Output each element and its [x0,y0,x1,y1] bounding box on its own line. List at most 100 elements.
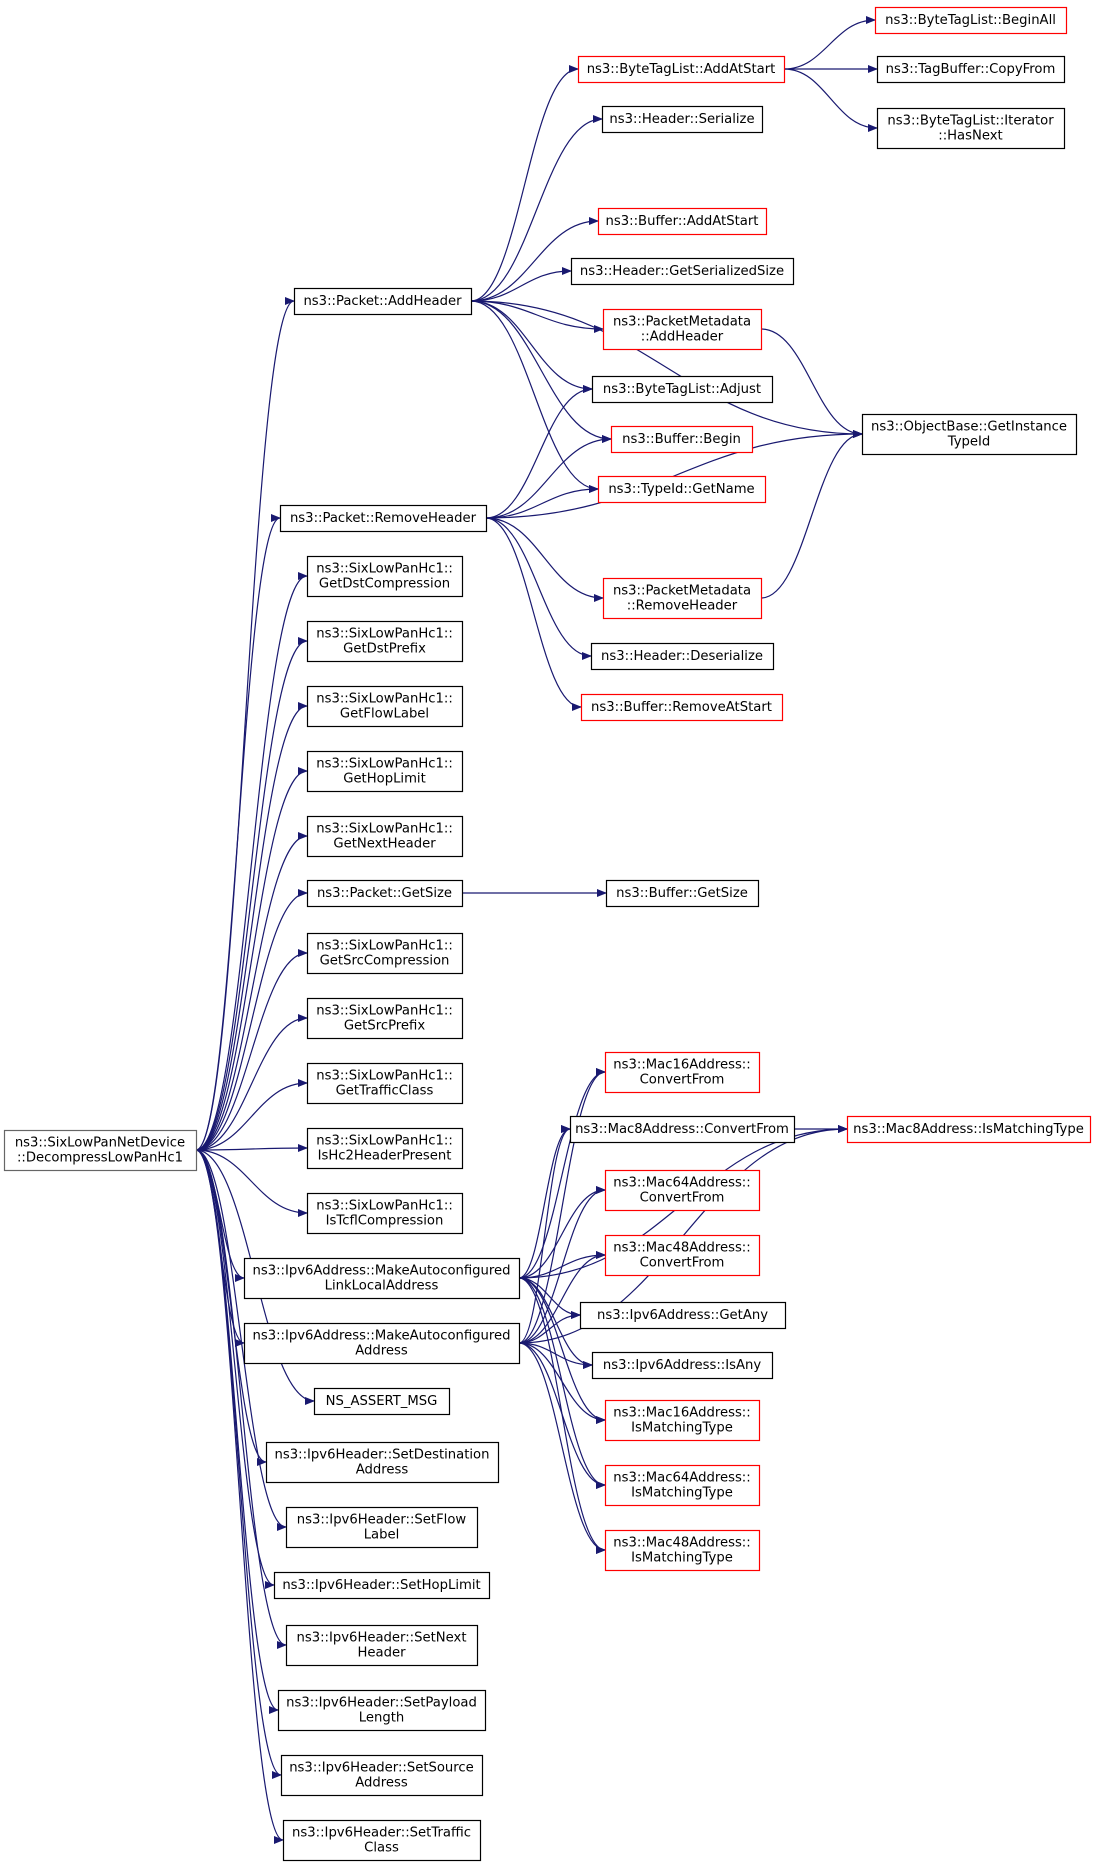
node-box [846,1115,1092,1144]
node-label-line: NS_ASSERT_MSG [326,1394,438,1409]
edge-path [783,68,878,132]
node-getSrcPrefix[interactable]: ns3::SixLowPanHc1::GetSrcPrefix [306,997,464,1040]
node-btlBeginAll[interactable]: ns3::ByteTagList::BeginAll [874,6,1068,35]
node-setHop[interactable]: ns3::Ipv6Header::SetHopLimit [273,1571,491,1600]
node-isHc2[interactable]: ns3::SixLowPanHc1::IsHc2HeaderPresent [306,1127,464,1170]
node-bufGetSize[interactable]: ns3::Buffer::GetSize [605,879,760,908]
node-typeIdGetName[interactable]: ns3::TypeId::GetName [597,475,767,504]
node-mac16IsMatching[interactable]: ns3::Mac16Address::IsMatchingType [604,1399,761,1442]
node-label-line: Length [359,1711,405,1726]
node-label-line: ns3::Mac8Address::ConvertFrom [575,1122,789,1137]
edge-root-to-getSrcPrefix [195,1014,308,1151]
node-getDstPrefix[interactable]: ns3::SixLowPanHc1::GetDstPrefix [306,620,464,663]
node-getSrcCompression[interactable]: ns3::SixLowPanHc1::GetSrcCompression [306,932,464,975]
node-label-line: ns3::SixLowPanHc1:: [316,627,453,642]
edge-pmRemoveHeader-to-objGetInstTypeId [760,430,863,599]
node-label-line: GetDstPrefix [343,642,426,657]
node-btlAdjust[interactable]: ns3::ByteTagList::Adjust [591,375,774,404]
node-mac8IsMatching[interactable]: ns3::Mac8Address::IsMatchingType [846,1115,1092,1144]
node-root[interactable]: ns3::SixLowPanNetDevice::DecompressLowPa… [3,1129,198,1172]
edge-path [195,1079,308,1151]
node-ipv6GetAny[interactable]: ns3::Ipv6Address::GetAny [579,1301,787,1330]
node-mac64Convert[interactable]: ns3::Mac64Address::ConvertFrom [604,1169,761,1212]
edge-path [518,1068,606,1279]
edge-root-to-getSrcCompression [195,949,308,1151]
edge-makeAddr-to-mac16Convert [518,1068,606,1344]
node-getHopLimit[interactable]: ns3::SixLowPanHc1::GetHopLimit [306,750,464,793]
node-getFlowLabel[interactable]: ns3::SixLowPanHc1::GetFlowLabel [306,685,464,728]
node-box [277,1689,487,1732]
node-label-line: ns3::PacketMetadata [613,315,751,330]
node-box [604,1399,761,1442]
node-removeHeader[interactable]: ns3::Packet::RemoveHeader [279,504,488,533]
node-label-line: ns3::TagBuffer::CopyFrom [886,62,1056,77]
node-pmAddHeader[interactable]: ns3::PacketMetadata::AddHeader [602,308,763,351]
edge-makeAddr-to-mac64Convert [518,1186,606,1344]
edge-root-to-setHop [195,1149,275,1589]
node-getSize[interactable]: ns3::Packet::GetSize [306,879,464,908]
node-mac48Convert[interactable]: ns3::Mac48Address::ConvertFrom [604,1234,761,1277]
edge-root-to-setNext [195,1149,287,1649]
node-hdrGetSerSize[interactable]: ns3::Header::GetSerializedSize [570,257,795,286]
node-box [306,932,464,975]
edge-path [485,435,612,519]
edge-path [760,328,863,438]
edge-btlAddAtStart-to-btlBeginAll [783,16,876,70]
node-label-line: ns3::ObjectBase::GetInstance [871,420,1067,435]
node-btlIterHasNext[interactable]: ns3::ByteTagList::Iterator::HasNext [876,107,1066,150]
node-label-line: ns3::SixLowPanNetDevice [15,1136,185,1151]
node-mac48IsMatching[interactable]: ns3::Mac48Address::IsMatchingType [604,1529,761,1572]
node-ipv6IsAny[interactable]: ns3::Ipv6Address::IsAny [591,1351,774,1380]
node-bufAddAtStart[interactable]: ns3::Buffer::AddAtStart [597,207,768,236]
edge-root-to-getDstPrefix [195,637,308,1151]
node-box [306,879,464,908]
edge-path [518,1068,606,1344]
node-label-line: IsMatchingType [631,1551,733,1566]
edge-addHeader-to-bufBegin [470,300,612,443]
node-getTrafficClass[interactable]: ns3::SixLowPanHc1::GetTrafficClass [306,1062,464,1105]
node-label-line: ns3::Ipv6Header::SetTraffic [292,1826,471,1841]
edge-path [518,1342,606,1424]
node-bufRemoveAtStart[interactable]: ns3::Buffer::RemoveAtStart [580,693,784,722]
node-makeLinkLocal[interactable]: ns3::Ipv6Address::MakeAutoconfiguredLink… [243,1257,521,1300]
edge-path [783,16,876,70]
edge-path [470,65,579,302]
node-label-line: ns3::Mac48Address:: [613,1536,750,1551]
edge-removeHeader-to-btlAdjust [485,385,593,519]
node-label-line: ::HasNext [938,129,1002,144]
node-label-line: ns3::ByteTagList::AddAtStart [587,62,776,77]
node-hdrDeserialize[interactable]: ns3::Header::Deserialize [590,642,775,671]
node-box [604,1051,761,1094]
edge-path [518,1277,606,1424]
node-btlAddAtStart[interactable]: ns3::ByteTagList::AddAtStart [577,55,786,84]
node-label-line: GetNextHeader [333,837,436,852]
node-getNextHeader[interactable]: ns3::SixLowPanHc1::GetNextHeader [306,815,464,858]
edge-addHeader-to-hdrSerialize [470,115,603,302]
node-getDstCompression[interactable]: ns3::SixLowPanHc1::GetDstCompression [306,555,464,598]
node-hdrSerialize[interactable]: ns3::Header::Serialize [601,105,764,134]
node-mac16Convert[interactable]: ns3::Mac16Address::ConvertFrom [604,1051,761,1094]
node-nsAssert[interactable]: NS_ASSERT_MSG [313,1387,451,1416]
node-mac8Convert[interactable]: ns3::Mac8Address::ConvertFrom [569,1115,796,1144]
node-isTcfl[interactable]: ns3::SixLowPanHc1::IsTcflCompression [306,1192,464,1235]
edge-path [518,1186,606,1344]
node-box [597,207,768,236]
node-makeAddr[interactable]: ns3::Ipv6Address::MakeAutoconfiguredAddr… [243,1322,521,1365]
node-box [570,257,795,286]
node-addHeader[interactable]: ns3::Packet::AddHeader [293,287,473,316]
node-tagBufCopyFrom[interactable]: ns3::TagBuffer::CopyFrom [876,55,1066,84]
node-label-line: TypeId [947,435,991,450]
node-box [861,413,1078,456]
node-pmRemoveHeader[interactable]: ns3::PacketMetadata::RemoveHeader [602,577,763,620]
node-bufBegin[interactable]: ns3::Buffer::Begin [610,425,754,454]
node-mac64IsMatching[interactable]: ns3::Mac64Address::IsMatchingType [604,1464,761,1507]
node-box [876,107,1066,150]
node-box [604,1529,761,1572]
